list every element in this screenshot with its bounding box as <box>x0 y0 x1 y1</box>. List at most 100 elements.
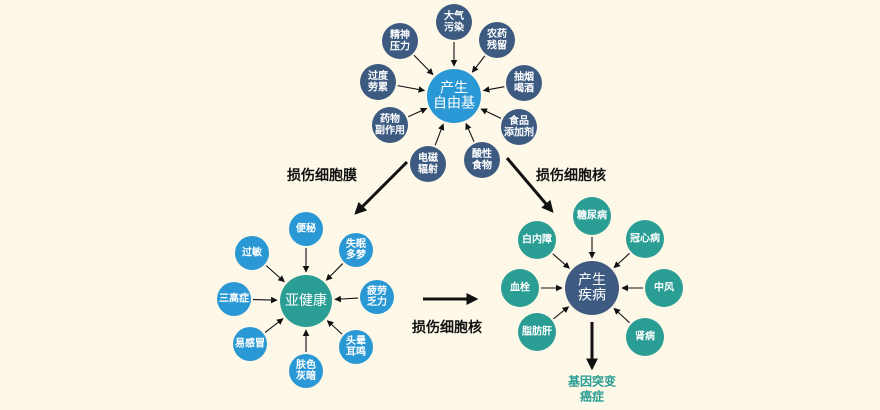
disease-1-circle <box>573 197 611 235</box>
disease-7-label: 白内障 <box>522 233 552 246</box>
arrow-free-radical-cause-8 <box>397 85 426 93</box>
subhealth-symptom-2-circle <box>339 233 373 267</box>
free-radical-center: 产生自由基 <box>427 69 481 123</box>
disease-4: 肾病 <box>626 318 664 356</box>
label-membrane-damage: 损伤细胞膜 <box>287 167 357 184</box>
free-radical-cause-8: 过度劳累 <box>360 64 396 100</box>
disease-7-circle <box>518 221 556 259</box>
arrow-subhealth-symptom-4 <box>326 320 343 335</box>
disease-3: 中风 <box>645 269 683 307</box>
subhealth-symptom-4-label: 头晕耳鸣 <box>346 334 366 358</box>
subhealth-symptom-6-circle <box>233 327 267 361</box>
disease-5-label: 脂肪肝 <box>521 325 552 338</box>
free-radical-center-label: 产生自由基 <box>433 81 475 112</box>
subhealth-symptom-1-circle <box>289 212 323 246</box>
arrow-subhealth-symptom-3 <box>334 295 359 303</box>
arrow-free-radical-cause-7 <box>407 107 428 118</box>
subhealth-symptom-6: 易感冒 <box>233 327 267 361</box>
arrow-subhealth-symptom-2 <box>325 263 344 281</box>
arrow-free-radical-cause-9 <box>413 54 434 76</box>
subhealth-symptom-2-label: 失眠多梦 <box>346 237 367 261</box>
subhealth-symptom-4-circle <box>339 330 373 364</box>
disease-5-circle <box>518 313 556 351</box>
arrow-free-radical-cause-6 <box>434 123 445 146</box>
disease-2: 冠心病 <box>626 220 664 258</box>
free-radical-cause-6-circle <box>410 146 446 182</box>
subhealth-center: 亚健康 <box>280 275 332 327</box>
arrow-free-radical-cause-4 <box>480 108 502 119</box>
subhealth-symptom-7: 三高症 <box>217 282 251 316</box>
free-radical-cause-8-circle <box>360 64 396 100</box>
subhealth-symptom-8-circle <box>235 236 269 270</box>
arrow-subhealth-symptom-8 <box>265 265 285 283</box>
free-radical-cause-7-circle <box>372 107 408 143</box>
arrow-nucleus-damage-top <box>505 157 554 213</box>
free-radical-cause-3-label: 抽烟喝酒 <box>514 70 534 95</box>
subhealth-symptom-5-label: 肤色灰暗 <box>296 358 316 382</box>
subhealth-symptom-7-circle <box>217 282 251 316</box>
arrow-disease-4 <box>613 307 630 324</box>
subhealth-symptom-8: 过敏 <box>235 236 269 270</box>
disease-center-circle <box>565 261 619 315</box>
free-radical-cause-9: 精神压力 <box>382 23 418 59</box>
arrow-free-radical-cause-5 <box>465 122 475 142</box>
subhealth-center-circle <box>280 275 332 327</box>
subhealth-symptom-5-circle <box>289 354 323 388</box>
disease-5: 脂肪肝 <box>518 313 556 351</box>
subhealth-symptom-3-circle <box>360 280 394 314</box>
arrow-free-radical-cause-3 <box>482 86 505 93</box>
free-radical-cause-9-label: 精神压力 <box>390 28 410 53</box>
free-radical-cause-2: 农药残留 <box>479 22 515 58</box>
disease-6-circle <box>501 269 539 307</box>
subhealth-center-label: 亚健康 <box>285 292 327 309</box>
free-radical-cause-2-circle <box>479 22 515 58</box>
free-radical-cause-6: 电磁辐射 <box>410 146 446 182</box>
subhealth-symptom-7-label: 三高症 <box>219 292 249 305</box>
free-radical-cause-5-circle <box>464 142 500 178</box>
free-radical-cause-6-label: 电磁辐射 <box>418 151 438 176</box>
disease-2-circle <box>626 220 664 258</box>
free-radical-center-circle <box>427 69 481 123</box>
disease-3-circle <box>645 269 683 307</box>
free-radical-cause-3-circle <box>506 65 542 101</box>
subhealth-symptom-3-label: 疲劳乏力 <box>367 284 387 308</box>
subhealth-symptom-2: 失眠多梦 <box>339 233 373 267</box>
free-radical-cause-7-label: 药物副作用 <box>375 112 405 137</box>
outcome-gene-mutation-cancer: 基因突变癌症 <box>567 374 616 404</box>
free-radical-cause-1: 大气污染 <box>436 4 472 40</box>
free-radical-cause-9-circle <box>382 23 418 59</box>
free-radical-cause-4: 食品添加剂 <box>501 109 537 145</box>
subhealth-symptom-1: 便秘 <box>289 212 323 246</box>
subhealth-symptom-8-label: 过敏 <box>242 246 262 259</box>
disease-2-label: 冠心病 <box>630 232 660 245</box>
arrow-free-radical-cause-2 <box>471 55 486 73</box>
label-nucleus-damage-top: 损伤细胞核 <box>536 167 606 184</box>
arrow-membrane-damage <box>354 160 409 215</box>
disease-6-label: 血栓 <box>510 281 530 294</box>
arrow-subhealth-symptom-6 <box>264 318 284 333</box>
arrow-disease-5 <box>553 306 570 320</box>
free-radical-cause-4-circle <box>501 109 537 145</box>
free-radical-cause-7: 药物副作用 <box>372 107 408 143</box>
label-nucleus-damage-bottom: 损伤细胞核 <box>412 319 482 336</box>
free-radical-cause-1-circle <box>436 4 472 40</box>
disease-3-label: 中风 <box>654 281 674 294</box>
free-radical-cause-5-label: 酸性食物 <box>471 147 492 172</box>
free-radical-cause-1-label: 大气污染 <box>444 9 465 34</box>
disease-6: 血栓 <box>501 269 539 307</box>
free-radical-cause-8-label: 过度劳累 <box>368 69 389 94</box>
disease-1-label: 糖尿病 <box>577 209 607 222</box>
subhealth-symptom-1-label: 便秘 <box>296 222 316 235</box>
free-radical-cause-2-label: 农药残留 <box>486 27 507 52</box>
subhealth-symptom-6-label: 易感冒 <box>235 337 265 350</box>
disease-1: 糖尿病 <box>573 197 611 235</box>
disease-4-circle <box>626 318 664 356</box>
arrow-disease-7 <box>552 253 570 269</box>
free-radical-cause-3: 抽烟喝酒 <box>506 65 542 101</box>
arrow-subhealth-symptom-7 <box>252 296 278 304</box>
disease-7: 白内障 <box>518 221 556 259</box>
free-radical-cause-4-label: 食品添加剂 <box>504 114 534 139</box>
disease-center: 产生疾病 <box>565 261 619 315</box>
